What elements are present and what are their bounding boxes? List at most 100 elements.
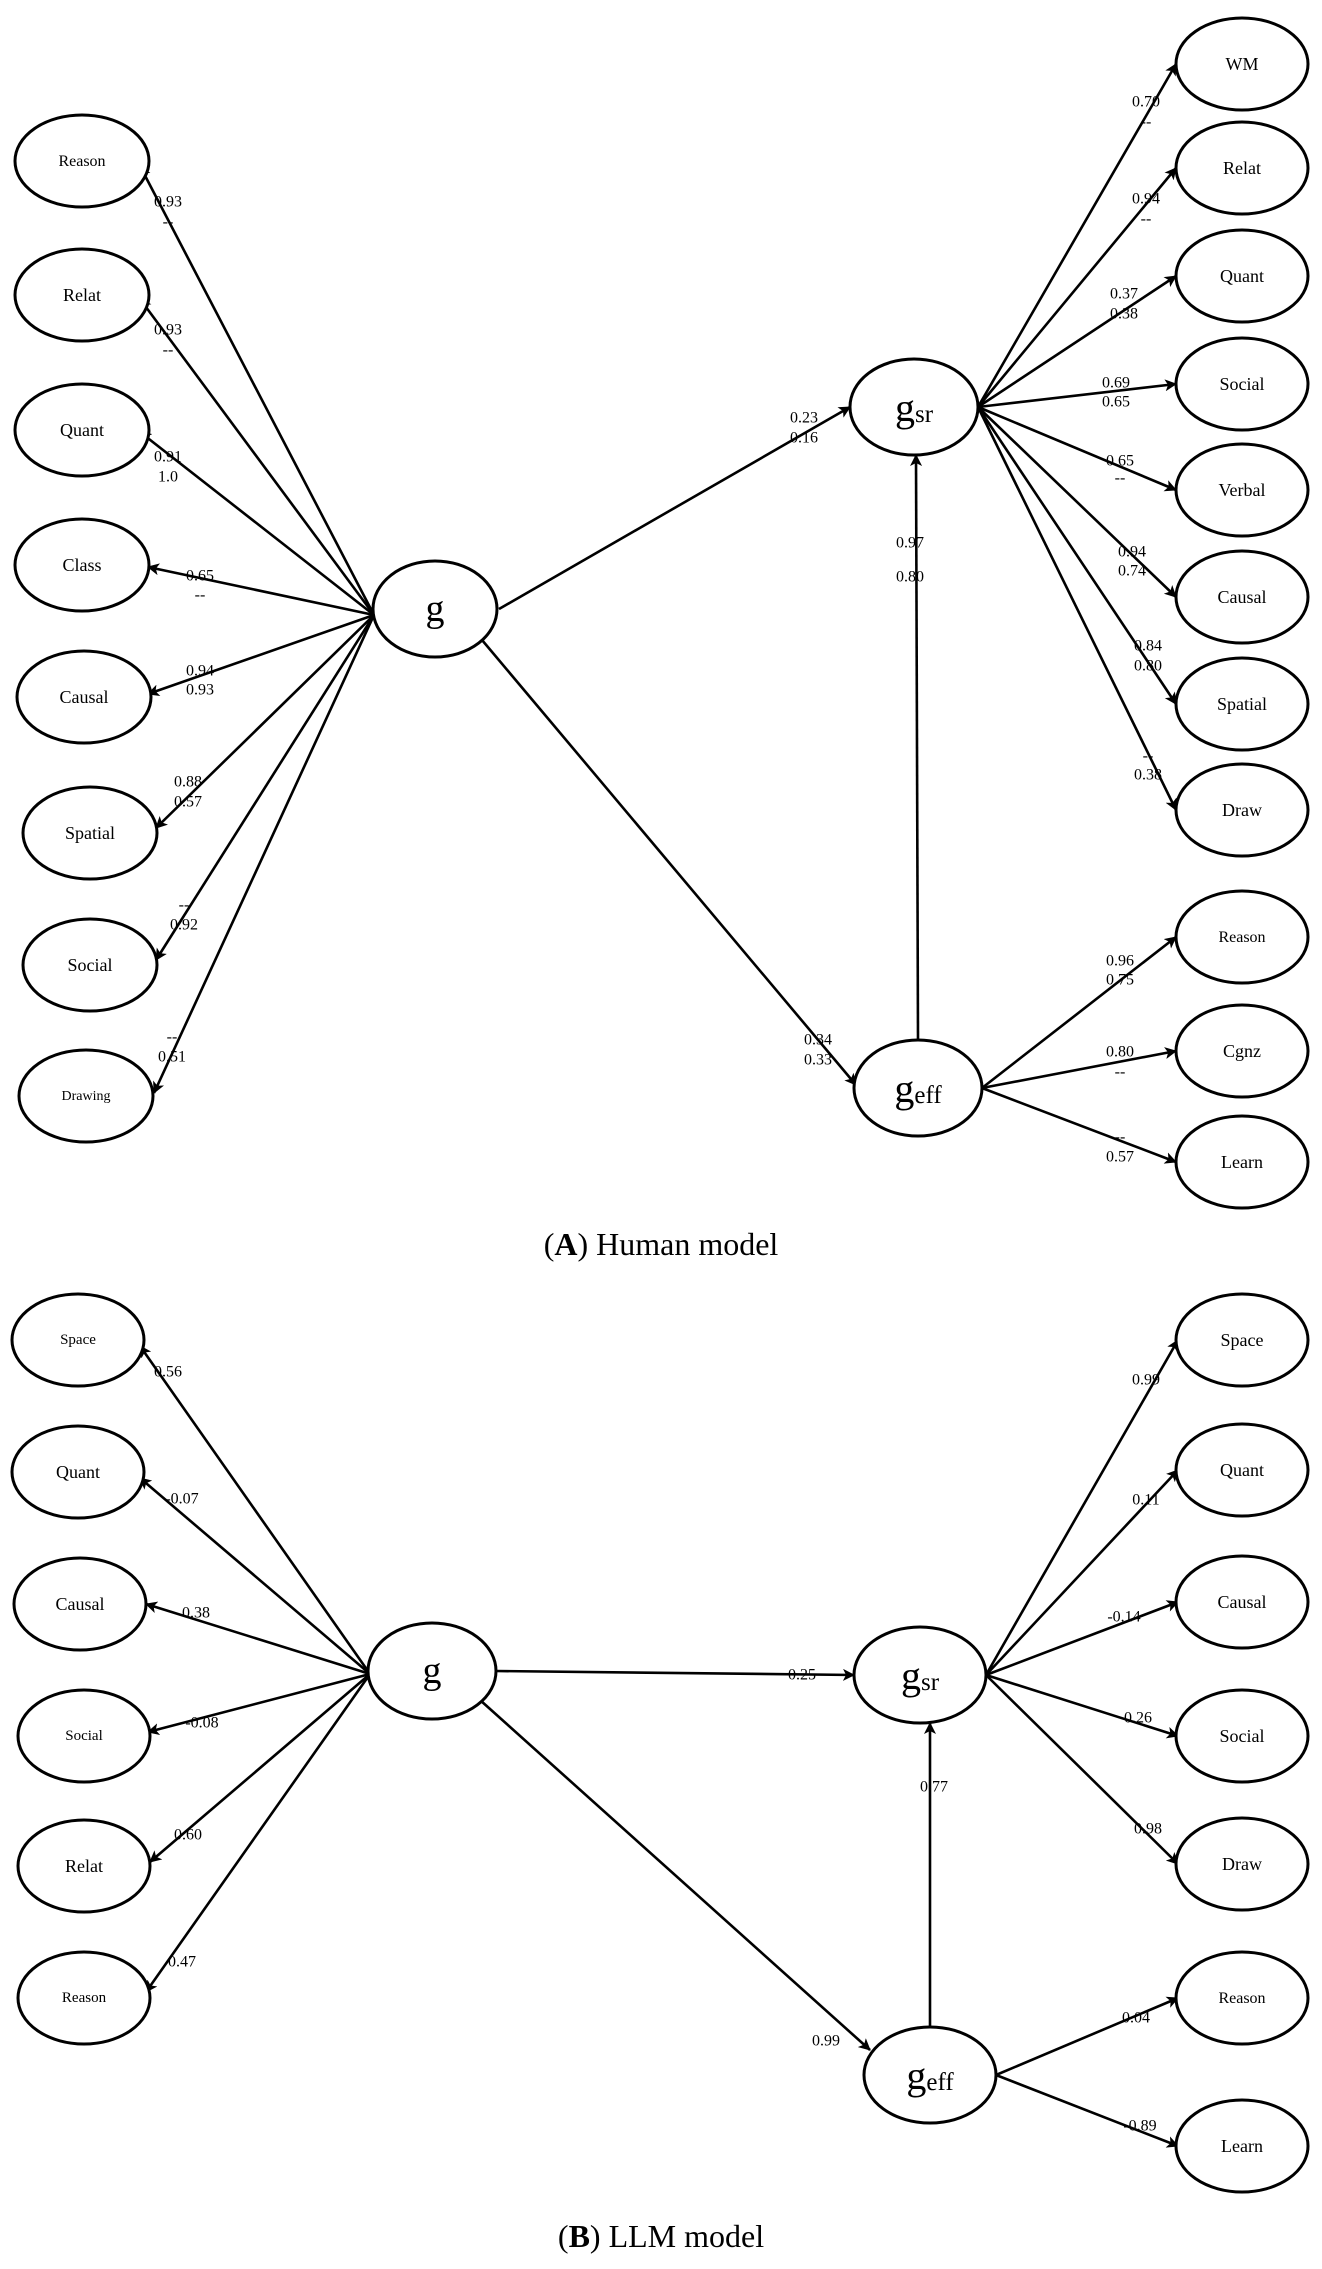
panel-b-edge-label-geff-to-E_learn-1: -0.89 [1123, 2118, 1156, 2135]
node-ellipse [12, 1556, 148, 1652]
panel-a-edge-g-to-L_social [154, 614, 376, 961]
node-ellipse [13, 247, 151, 343]
node-ellipse [1174, 549, 1310, 645]
panel-a-edge-label-gsr-to-R_draw-2: 0.38 [1134, 767, 1162, 784]
node-label: g [423, 1650, 442, 1692]
panel-a-edge-label-g-to-L_reason-1: 0.93 [154, 194, 182, 211]
panel-b-edge-label-g-to-L_reason-1: 0.47 [168, 1954, 196, 1971]
panel-b-node-l-quant: Quant [10, 1424, 146, 1520]
panel-a-edge-label-g-to-L_social-1: -- [179, 897, 190, 914]
panel-a-node-r-spatial: Spatial [1174, 656, 1310, 752]
panel-a-node-r-quant: Quant [1174, 228, 1310, 324]
panel-a-edge-g-to-L_class [147, 563, 375, 617]
panel-b-node-r-space: Space [1174, 1292, 1310, 1388]
panel-a-edge-geff-to-E_reason [981, 935, 1177, 1090]
panel-a-edge-g-to-L_quant [139, 430, 375, 617]
panel-b-edge-g-to-L_social [147, 1672, 371, 1736]
caption-a-text: Human model [596, 1226, 779, 1262]
node-ellipse [852, 1625, 988, 1725]
node-label: Quant [56, 1462, 100, 1482]
panel-b-edge-gsr-to-R_draw [985, 1674, 1179, 1865]
panel-b-edge-label-gsr-to-R_draw-1: 0.98 [1134, 1821, 1162, 1838]
panel-a-edge-label-g-to-L_spatial-1: 0.88 [174, 774, 202, 791]
node-label: g [426, 588, 445, 630]
node-label: Causal [1218, 1592, 1267, 1612]
panel-a-edge-label-gsr-to-R_quant-2: 0.38 [1110, 306, 1138, 323]
panel-b-node-l-relat: Relat [16, 1818, 152, 1914]
panel-b-node-r-draw: Draw [1174, 1816, 1310, 1912]
panel-a-node-l-reason: Reason [13, 113, 151, 209]
node-ellipse [15, 649, 153, 745]
node-ellipse [17, 1048, 155, 1144]
panel-a-node-e-cgnz: Cgnz [1174, 1003, 1310, 1099]
panel-a-node-l-spatial: Spatial [21, 785, 159, 881]
panel-a-node-l-social: Social [21, 917, 159, 1013]
panel-a-edge-label-geff-to-E_learn-2: 0.57 [1106, 1149, 1134, 1166]
panel-a-human-model: ggsrgeffReasonRelatQuantClassCausalSpati… [13, 16, 1310, 1210]
caption-panel-b: (B) LLM model [557, 2218, 765, 2254]
node-ellipse [13, 113, 151, 209]
node-label: Causal [56, 1594, 105, 1614]
node-ellipse [1174, 1003, 1310, 1099]
panel-a-edge-label-gsr-to-R_causal-1: 0.94 [1118, 544, 1146, 561]
panel-a-edge-label-gsr-to-R_relat-2: -- [1141, 211, 1152, 228]
node-ellipse [13, 517, 151, 613]
panel-a-edge-label-gsr-to-R_draw-1: -- [1143, 748, 1154, 765]
panel-a-node-r-social: Social [1174, 336, 1310, 432]
panel-b-node-l-space: Space [10, 1292, 146, 1388]
panel-b-node-l-social: Social [16, 1688, 152, 1784]
node-ellipse [1174, 120, 1310, 216]
node-label: gsr [895, 385, 934, 430]
node-ellipse [862, 2025, 998, 2125]
panel-b-edge-g-to-L_reason [144, 1673, 372, 1993]
panel-a-edge-label-g-to-L_relat-1: 0.93 [154, 322, 182, 339]
panel-a-edge-label-gsr-to-R_causal-2: 0.74 [1118, 563, 1146, 580]
panel-a-node-geff: geff [852, 1038, 984, 1138]
panel-a-edge-label-g-to-L_drawing-2: 0.51 [158, 1049, 186, 1066]
panel-a-edge-label-g-to-gsr-2: 0.16 [790, 430, 818, 447]
node-label: Reason [1218, 1990, 1265, 2007]
panel-a-edge-gsr-to-R_wm [976, 63, 1178, 408]
node-label: Reason [58, 153, 105, 170]
panel-a-node-g: g [371, 559, 499, 659]
panel-a-edge-label-geff-to-E_reason-2: 0.75 [1106, 972, 1134, 989]
panel-b-node-r-quant: Quant [1174, 1422, 1310, 1518]
panel-a-edge-g-to-L_relat [138, 298, 376, 616]
node-ellipse [1174, 1422, 1310, 1518]
panel-b-edge-label-g-to-L_quant-1: -0.07 [165, 1491, 198, 1508]
panel-a-edge-label-g-to-L_causal-1: 0.94 [186, 663, 214, 680]
node-ellipse [1174, 228, 1310, 324]
panel-a-node-r-verbal: Verbal [1174, 442, 1310, 538]
panel-b-node-g: g [366, 1621, 498, 1721]
node-label: Learn [1221, 2136, 1263, 2156]
node-label: Causal [1218, 587, 1267, 607]
panel-b-edge-label-g-to-L_space-1: 0.56 [154, 1364, 182, 1381]
node-ellipse [16, 1950, 152, 2046]
panel-a-edge-gsr-to-R_verbal [977, 405, 1177, 492]
node-ellipse [1174, 656, 1310, 752]
node-label: Causal [60, 687, 109, 707]
panel-a-edge-g-to-L_spatial [155, 614, 375, 829]
node-label: Class [62, 555, 101, 575]
node-ellipse [1174, 889, 1310, 985]
panel-a-edge-label-g-to-L_class-1: 0.65 [186, 568, 214, 585]
node-ellipse [1174, 336, 1310, 432]
panel-b-edge-gsr-to-R_space [984, 1339, 1180, 1676]
panel-b-node-gsr: gsr [852, 1625, 988, 1725]
panel-a-edge-label-gsr-to-R_wm-2: -- [1141, 114, 1152, 131]
panel-b-edge-label-g-to-L_relat-1: 0.60 [174, 1827, 202, 1844]
node-ellipse [1174, 1554, 1310, 1650]
node-label: Reason [62, 1990, 107, 2006]
panel-a-edge-label-gsr-to-R_social-1: 0.69 [1102, 375, 1130, 392]
node-ellipse [1174, 442, 1310, 538]
node-label: Social [68, 955, 113, 975]
panel-a-edge-label-geff-to-E_cgnz-1: 0.80 [1106, 1044, 1134, 1061]
node-ellipse [1174, 1114, 1310, 1210]
panel-a-node-e-reason: Reason [1174, 889, 1310, 985]
node-ellipse [1174, 1950, 1310, 2046]
panel-a-edge-label-gsr-to-R_spatial-1: 0.84 [1134, 638, 1162, 655]
node-label: Learn [1221, 1152, 1263, 1172]
panel-b-node-e-learn: Learn [1174, 2098, 1310, 2194]
caption-a-letter: A [554, 1226, 578, 1262]
